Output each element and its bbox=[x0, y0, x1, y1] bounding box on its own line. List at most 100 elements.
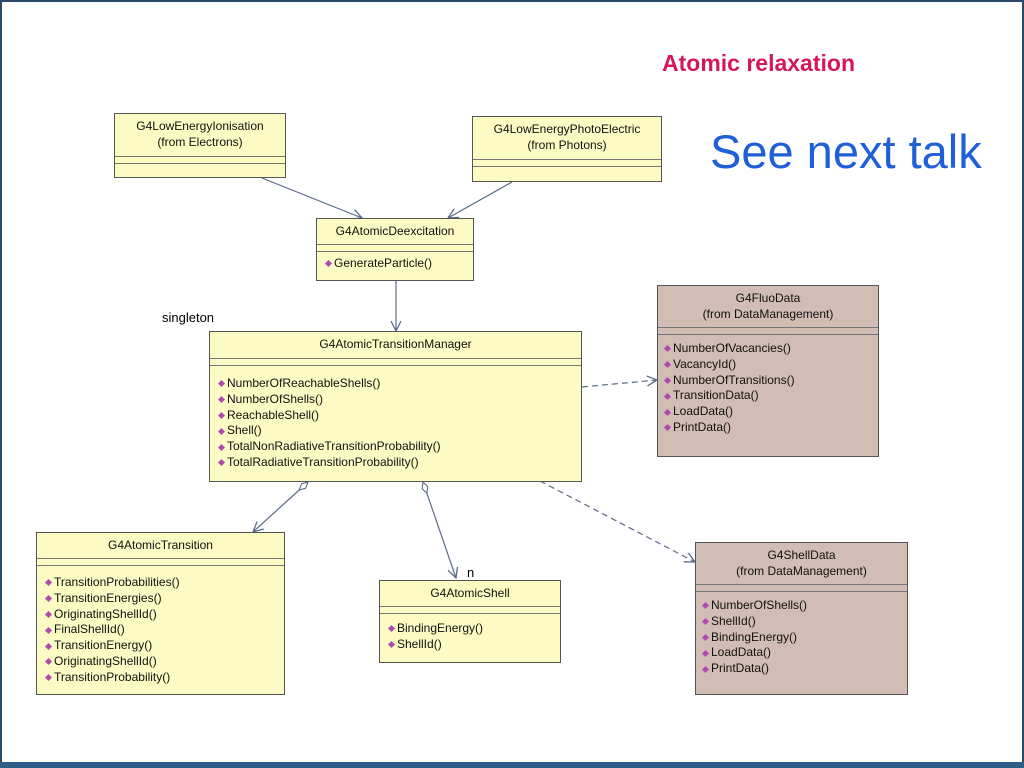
class-shell-data[interactable]: G4ShellData (from DataManagement) Number… bbox=[695, 542, 908, 695]
operation-item: BindingEnergy() bbox=[701, 630, 907, 646]
link-manager-to-shelldata bbox=[539, 480, 695, 562]
operation-item: BindingEnergy() bbox=[387, 621, 560, 637]
class-header: G4FluoData (from DataManagement) bbox=[658, 286, 878, 324]
class-divider bbox=[210, 358, 581, 359]
operation-item: NumberOfReachableShells() bbox=[217, 376, 581, 392]
class-divider bbox=[658, 327, 878, 328]
link-manager-to-transition bbox=[253, 482, 308, 532]
class-divider bbox=[696, 584, 907, 585]
class-header: G4ShellData (from DataManagement) bbox=[696, 543, 907, 581]
class-header: G4AtomicTransitionManager bbox=[210, 332, 581, 354]
operation-icon bbox=[701, 633, 710, 642]
operation-icon bbox=[387, 625, 396, 633]
link-manager-to-shell bbox=[423, 482, 456, 578]
class-lowenergy-photoelectric[interactable]: G4LowEnergyPhotoElectric (from Photons) bbox=[472, 116, 662, 182]
class-atomic-transition[interactable]: G4AtomicTransition TransitionProbabiliti… bbox=[36, 532, 285, 695]
class-header: G4AtomicDeexcitation bbox=[317, 219, 473, 241]
operation-item: ShellId() bbox=[387, 637, 560, 653]
class-atomic-transition-manager[interactable]: G4AtomicTransitionManager NumberOfReacha… bbox=[209, 331, 582, 482]
operation-icon bbox=[663, 345, 672, 353]
operation-icon bbox=[44, 579, 53, 587]
operation-item: TransitionProbability() bbox=[44, 670, 284, 686]
class-divider bbox=[380, 606, 560, 607]
side-note: See next talk bbox=[710, 125, 982, 178]
class-operations: TransitionProbabilities() TransitionEner… bbox=[37, 566, 284, 686]
class-header: G4LowEnergyIonisation (from Electrons) bbox=[115, 114, 285, 152]
class-name: G4ShellData bbox=[767, 548, 836, 562]
operation-icon bbox=[701, 618, 710, 626]
link-ionisation-to-deexcitation bbox=[261, 177, 362, 218]
slide-left-border bbox=[0, 0, 2, 768]
slide-footer-bar bbox=[0, 762, 1024, 768]
operation-icon bbox=[663, 392, 672, 400]
class-operations: NumberOfReachableShells() NumberOfShells… bbox=[210, 366, 581, 471]
class-divider bbox=[473, 159, 661, 160]
class-operations: NumberOfVacancies() VacancyId() NumberOf… bbox=[658, 335, 878, 436]
operation-item: GenerateParticle() bbox=[324, 256, 473, 272]
operation-item: TotalRadiativeTransitionProbability() bbox=[217, 455, 581, 471]
slide-right-border bbox=[1022, 0, 1024, 768]
class-divider bbox=[473, 166, 661, 167]
operation-item: NumberOfShells() bbox=[701, 598, 907, 614]
class-name: G4FluoData bbox=[735, 291, 801, 305]
operation-item: OriginatingShellId() bbox=[44, 654, 284, 670]
operation-icon bbox=[701, 602, 710, 610]
operation-item: ReachableShell() bbox=[217, 408, 581, 424]
class-divider bbox=[210, 365, 581, 366]
operation-item: TotalNonRadiativeTransitionProbability() bbox=[217, 439, 581, 455]
operation-icon bbox=[217, 380, 226, 388]
class-divider bbox=[696, 591, 907, 592]
operation-icon bbox=[217, 443, 226, 451]
class-header: G4AtomicShell bbox=[380, 581, 560, 603]
operation-icon bbox=[663, 376, 672, 385]
operation-item: TransitionProbabilities() bbox=[44, 575, 284, 591]
class-fluo-data[interactable]: G4FluoData (from DataManagement) NumberO… bbox=[657, 285, 879, 457]
operation-icon bbox=[217, 411, 226, 420]
class-divider bbox=[37, 565, 284, 566]
operation-icon bbox=[44, 626, 53, 634]
class-package: (from DataManagement) bbox=[702, 307, 834, 321]
class-divider bbox=[37, 558, 284, 559]
class-name: G4LowEnergyPhotoElectric bbox=[493, 122, 641, 136]
class-name: G4LowEnergyIonisation bbox=[136, 119, 264, 133]
operation-icon bbox=[663, 408, 672, 416]
operation-item: TransitionEnergy() bbox=[44, 638, 284, 654]
operation-item: OriginatingShellId() bbox=[44, 607, 284, 623]
operation-item: TransitionEnergies() bbox=[44, 591, 284, 607]
class-lowenergy-ionisation[interactable]: G4LowEnergyIonisation (from Electrons) bbox=[114, 113, 286, 178]
operation-icon bbox=[324, 260, 333, 268]
operation-icon bbox=[44, 674, 53, 682]
operation-item: FinalShellId() bbox=[44, 622, 284, 638]
operation-item: PrintData() bbox=[663, 420, 878, 436]
operation-item: NumberOfTransitions() bbox=[663, 373, 878, 389]
operation-icon bbox=[44, 642, 53, 650]
operation-item: NumberOfShells() bbox=[217, 392, 581, 408]
slide-title: Atomic relaxation bbox=[662, 50, 855, 76]
class-header: G4LowEnergyPhotoElectric (from Photons) bbox=[473, 117, 661, 155]
operation-item: Shell() bbox=[217, 423, 581, 439]
class-divider bbox=[658, 334, 878, 335]
operation-item: ShellId() bbox=[701, 614, 907, 630]
operation-icon bbox=[701, 649, 710, 657]
operation-icon bbox=[217, 396, 226, 404]
class-divider bbox=[115, 156, 285, 157]
class-name: G4AtomicTransition bbox=[108, 538, 213, 552]
class-divider bbox=[380, 613, 560, 614]
class-name: G4AtomicTransitionManager bbox=[319, 337, 472, 351]
class-atomic-shell[interactable]: G4AtomicShell BindingEnergy() ShellId() bbox=[379, 580, 561, 663]
operation-icon bbox=[701, 665, 710, 673]
operation-icon bbox=[387, 641, 396, 649]
operation-icon bbox=[44, 658, 53, 666]
operation-icon bbox=[217, 459, 226, 467]
operation-icon bbox=[663, 424, 672, 432]
operation-icon bbox=[217, 427, 226, 435]
singleton-label: singleton bbox=[162, 310, 215, 325]
class-atomic-deexcitation[interactable]: G4AtomicDeexcitation GenerateParticle() bbox=[316, 218, 474, 281]
operation-item: NumberOfVacancies() bbox=[663, 341, 878, 357]
operation-icon bbox=[663, 361, 672, 369]
slide-top-border bbox=[0, 0, 1024, 2]
operation-item: LoadData() bbox=[701, 645, 907, 661]
operation-item: PrintData() bbox=[701, 661, 907, 677]
class-package: (from DataManagement) bbox=[736, 564, 867, 578]
